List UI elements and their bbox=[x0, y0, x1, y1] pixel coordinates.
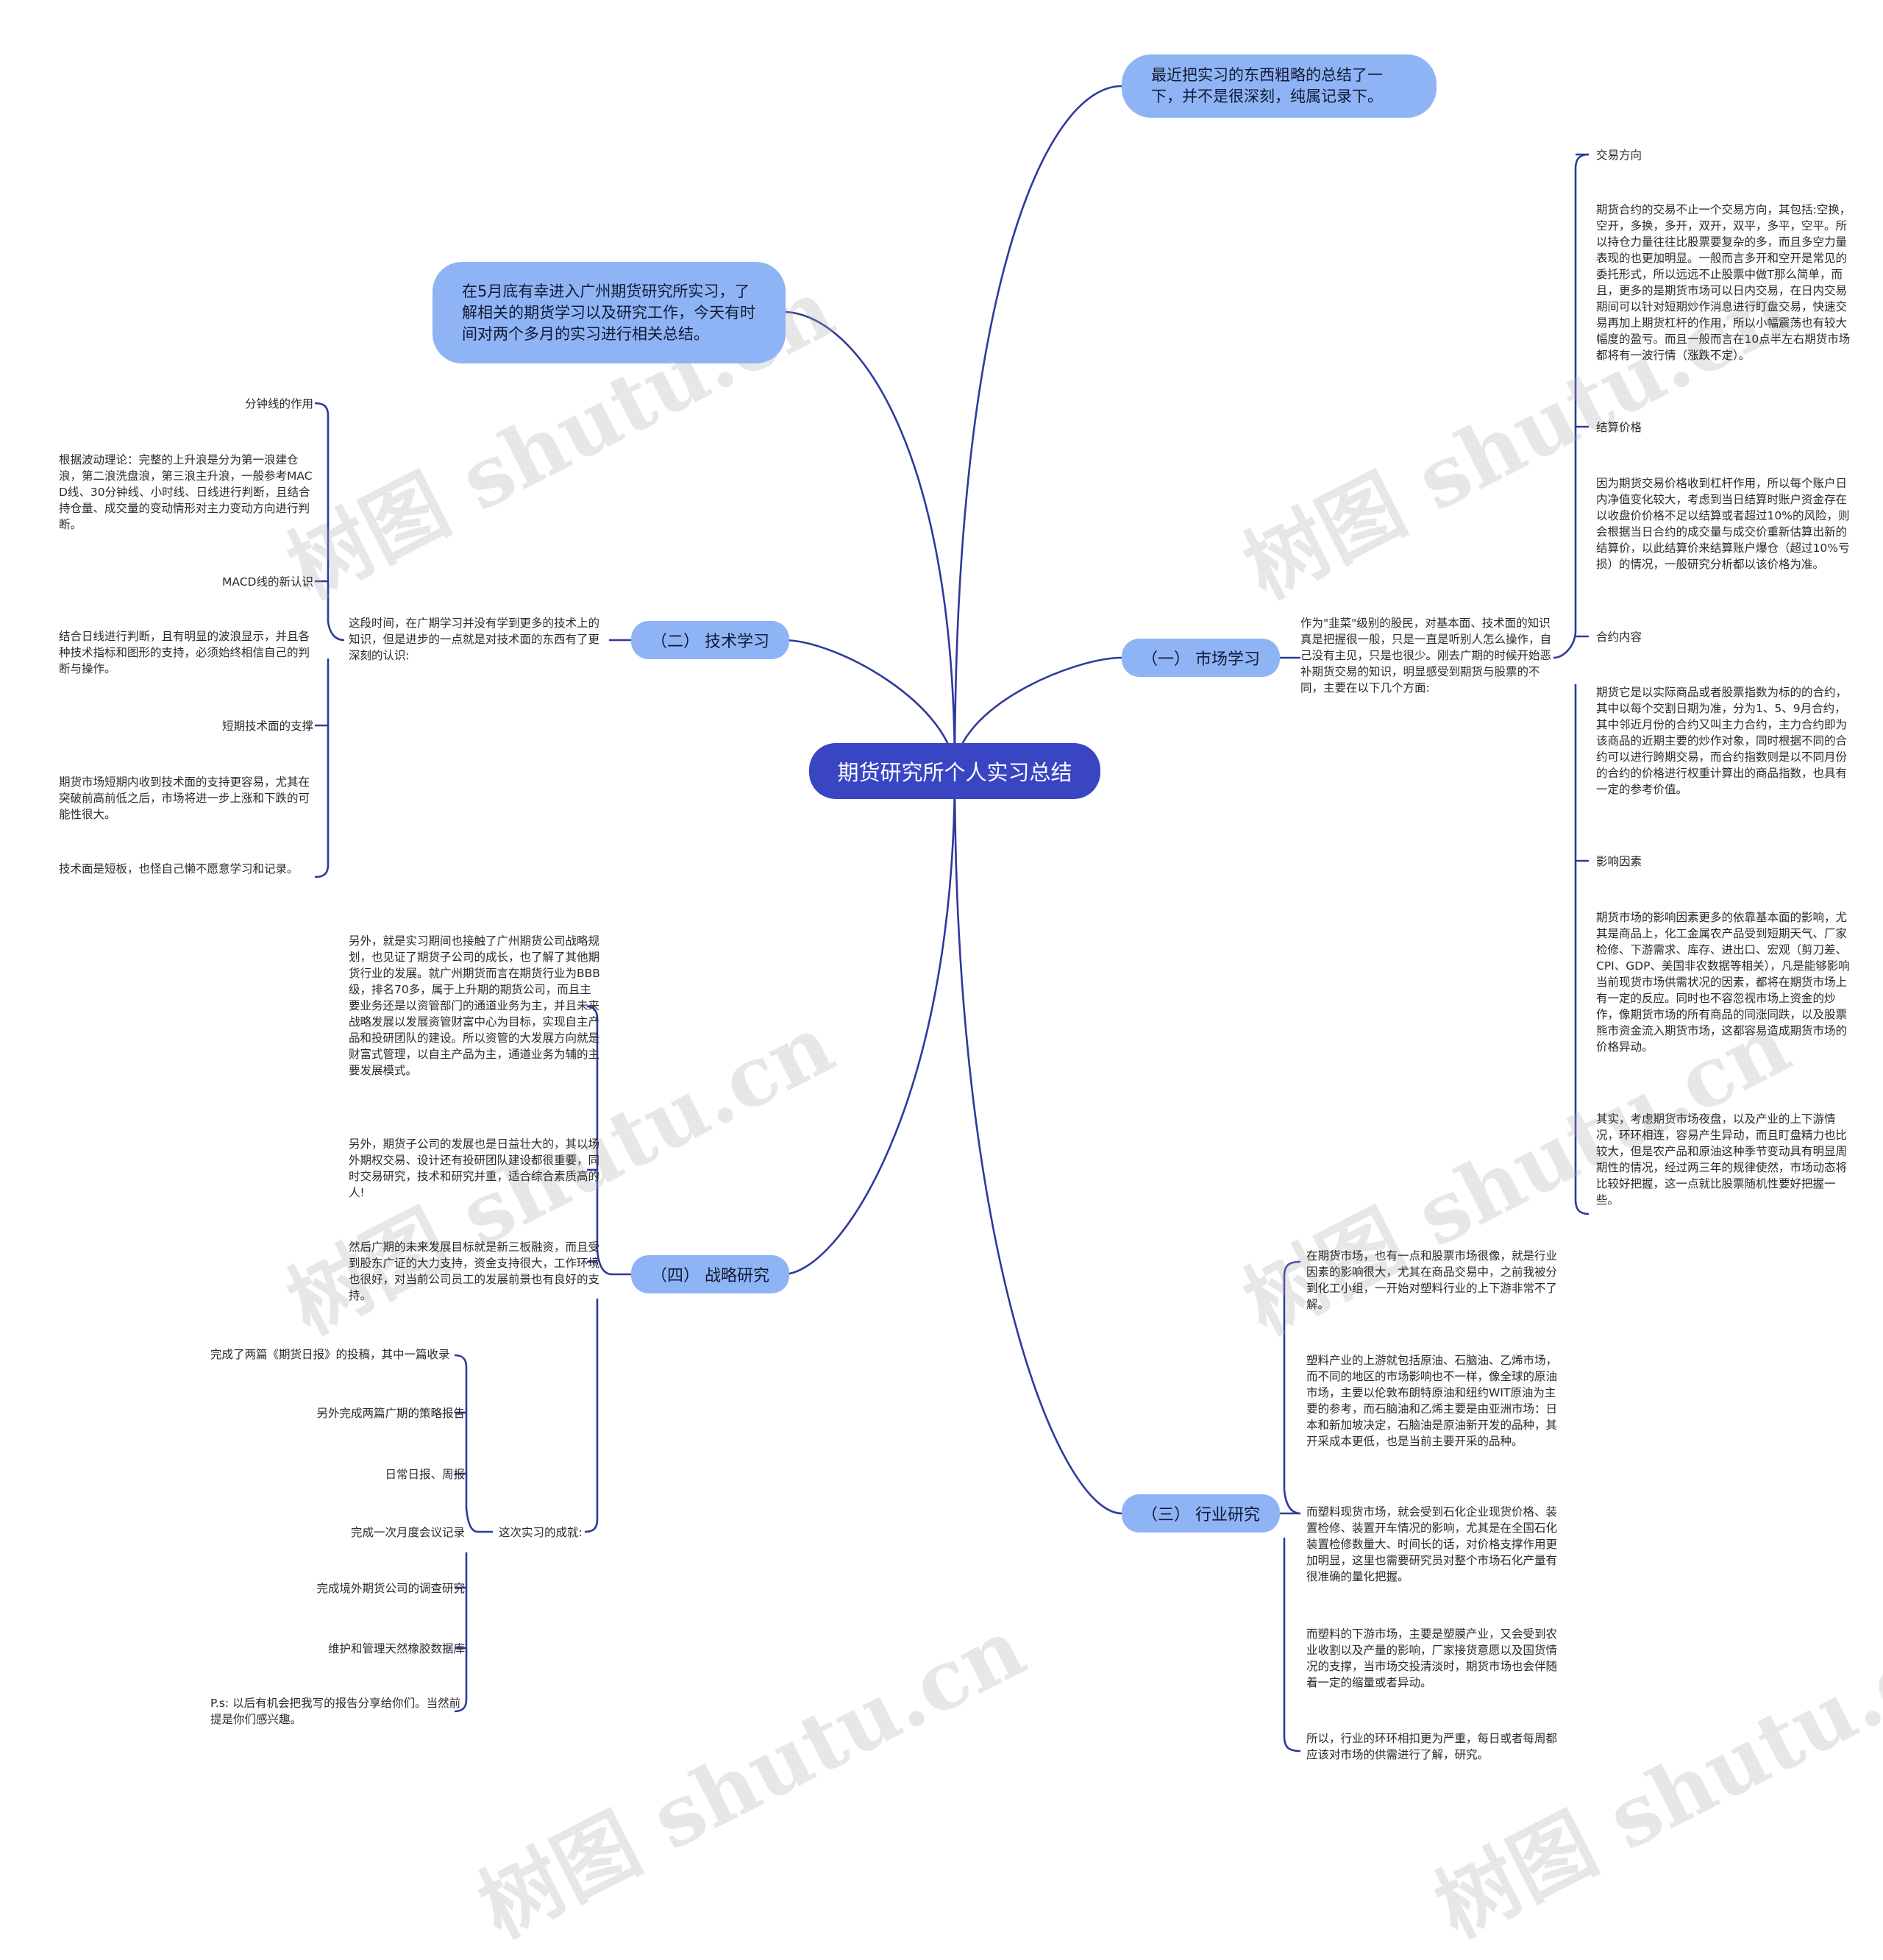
achievement-item: 完成境外期货公司的调查研究 bbox=[316, 1582, 465, 1595]
branch-industry-research[interactable]: （三） 行业研究 bbox=[1122, 1494, 1280, 1533]
industry-item-text: 所以，行业的环环相扣更为严重，每日或者每周都应该对市场的供需进行了解，研究。 bbox=[1306, 1732, 1558, 1761]
tech-item-heading: 短期技术面的支撑 bbox=[221, 720, 313, 733]
branch-market-study[interactable]: （一） 市场学习 bbox=[1122, 639, 1280, 677]
branch-strategy-research[interactable]: （四） 战略研究 bbox=[631, 1255, 789, 1293]
achievement-item: 完成了两篇《期货日报》的投稿，其中一篇收录 bbox=[210, 1348, 450, 1361]
achievement-item: 日常日报、周报 bbox=[385, 1468, 465, 1481]
tech-item-text: 根据波动理论：完整的上升浪是分为第一浪建仓浪，第二浪洗盘浪，第三浪主升浪，一般参… bbox=[59, 453, 313, 531]
tech-item-heading: 分钟线的作用 bbox=[244, 397, 313, 411]
industry-item-text: 而塑料的下游市场，主要是塑膜产业，又会受到农业收割以及产量的影响，厂家接货意愿以… bbox=[1306, 1627, 1558, 1689]
achievement-item: 另外完成两篇广期的策略报告 bbox=[316, 1407, 465, 1420]
root-topic[interactable]: 期货研究所个人实习总结 bbox=[809, 743, 1100, 799]
tech-item-text: 期货市场短期内收到技术面的支持更容易，尤其在突破前高前低之后，市场将进一步上涨和… bbox=[59, 775, 310, 821]
market-item-heading: 交易方向 bbox=[1596, 149, 1642, 162]
market-item-text: 期货合约的交易不止一个交易方向，其包括:空换，空开，多换，多开，双开，双平，多平… bbox=[1596, 203, 1851, 362]
strategy-paragraph: 然后广期的未来发展目标就是新三板融资，而且受到股东广证的大力支持，资金支持很大，… bbox=[349, 1240, 600, 1302]
achievements-heading: 这次实习的成就: bbox=[499, 1526, 583, 1539]
strategy-paragraph: 另外，期货子公司的发展也是日益壮大的，其以场外期权交易、设计还有投研团队建设都很… bbox=[349, 1137, 600, 1199]
strategy-paragraph: 另外，就是实习期间也接触了广州期货公司战略规划，也见证了期货子公司的成长，也了解… bbox=[349, 934, 600, 1077]
market-item-heading: 合约内容 bbox=[1596, 631, 1642, 644]
achievement-item: 维护和管理天然橡胶数据库 bbox=[327, 1642, 465, 1655]
branch-technical-study[interactable]: （二） 技术学习 bbox=[631, 621, 789, 659]
tech-description: 这段时间，在广期学习并没有学到更多的技术上的知识，但是进步的一点就是对技术面的东… bbox=[349, 617, 600, 662]
industry-item-text: 而塑料现货市场，就会受到石化企业现货价格、装置检修、装置开车情况的影响，尤其是在… bbox=[1306, 1505, 1558, 1583]
market-item-text: 其实，考虑期货市场夜盘，以及产业的上下游情况，环环相连，容易产生异动，而且盯盘精… bbox=[1596, 1112, 1848, 1207]
market-item-text: 期货它是以实际商品或者股票指数为标的的合约，其中以每个交割日期为准，分为1、5、… bbox=[1596, 686, 1848, 796]
intro-note-bubble[interactable]: 最近把实习的东西粗略的总结了一下，并不是很深刻，纯属记录下。 bbox=[1122, 54, 1437, 118]
industry-item-text: 塑料产业的上游就包括原油、石脑油、乙烯市场，而不同的地区的市场影响也不一样，像全… bbox=[1306, 1354, 1558, 1448]
market-item-heading: 结算价格 bbox=[1596, 421, 1642, 434]
tech-item-text: 技术面是短板，也怪自己懒不愿意学习和记录。 bbox=[59, 862, 299, 876]
industry-item-text: 在期货市场，也有一点和股票市场很像，就是行业因素的影响很大，尤其在商品交易中，之… bbox=[1306, 1249, 1558, 1311]
intro-summary-bubble[interactable]: 在5月底有幸进入广州期货研究所实习，了解相关的期货学习以及研究工作，今天有时间对… bbox=[433, 262, 786, 363]
achievement-item: P.s: 以后有机会把我写的报告分享给你们。当然前提是你们感兴趣。 bbox=[210, 1697, 461, 1726]
market-item-heading: 影响因素 bbox=[1596, 855, 1642, 868]
tech-item-heading: MACD线的新认识 bbox=[222, 575, 313, 589]
market-item-text: 期货市场的影响因素更多的依靠基本面的影响，尤其是商品上，化工金属农产品受到短期天… bbox=[1596, 911, 1850, 1054]
achievement-item: 完成一次月度会议记录 bbox=[350, 1526, 465, 1539]
market-description: 作为"韭菜"级别的股民，对基本面、技术面的知识真是把握很一般，只是一直是听别人怎… bbox=[1300, 617, 1552, 695]
market-item-text: 因为期货交易价格收到杠杆作用，所以每个账户日内净值变化较大，考虑到当日结算时账户… bbox=[1596, 477, 1850, 571]
tech-item-text: 结合日线进行判断，且有明显的波浪显示，并且各种技术指标和图形的支持，必须始终相信… bbox=[59, 630, 310, 675]
